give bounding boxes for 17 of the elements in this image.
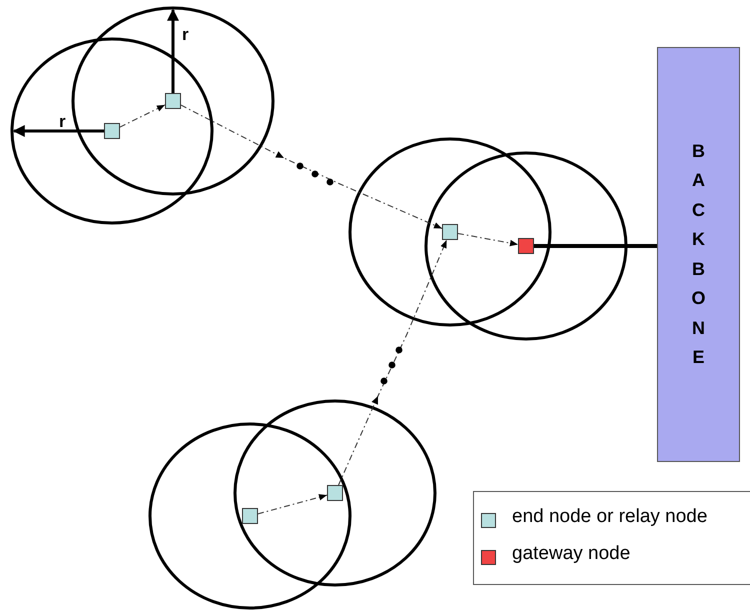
sensor-node xyxy=(327,485,343,501)
legend-label: gateway node xyxy=(512,543,630,565)
arrow xyxy=(258,494,328,514)
legend-label: end node or relay node xyxy=(512,506,708,528)
arrow xyxy=(180,104,442,229)
arrow xyxy=(120,104,166,128)
sensor-node xyxy=(104,123,120,139)
radius-label: r xyxy=(182,26,189,43)
arrow xyxy=(458,232,518,246)
backbone-label: BACKBONE xyxy=(690,140,706,369)
gateway-node xyxy=(518,238,534,254)
sensor-node xyxy=(165,93,181,109)
sensor-node xyxy=(442,224,458,240)
arrow xyxy=(338,240,448,486)
backbone-bar xyxy=(657,47,740,462)
sensor-node xyxy=(242,508,258,524)
radius-label: r xyxy=(59,113,66,130)
